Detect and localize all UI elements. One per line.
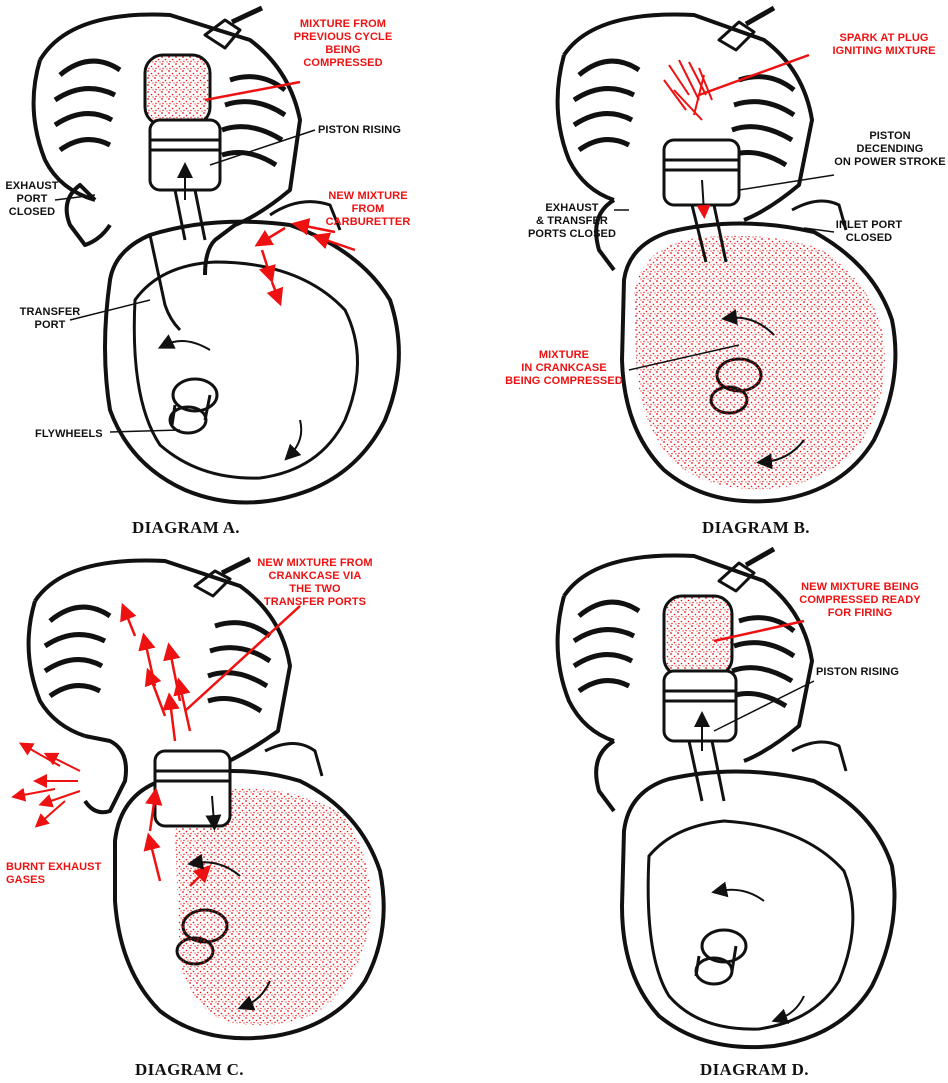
label-transfer-port: TRANSFER PORT [5,306,95,332]
label-inlet-port-closed: INLET PORT CLOSED [824,219,914,245]
label-piston-rising: PISTON RISING [318,124,401,137]
label-new-mixture-crankcase: NEW MIXTURE FROM CRANKCASE VIA THE TWO T… [240,557,390,609]
label-exhaust-port-closed: EXHAUST PORT CLOSED [2,180,62,219]
label-spark-at-plug: SPARK AT PLUG IGNITING MIXTURE [814,32,948,58]
label-new-mixture-carburetter: NEW MIXTURE FROM CARBURETTER [308,190,428,229]
label-flywheels: FLYWHEELS [35,428,103,441]
caption-diagram-c: DIAGRAM C. [135,1060,244,1080]
diagram-c: NEW MIXTURE FROM CRANKCASE VIA THE TWO T… [0,541,474,1082]
label-burnt-exhaust: BURNT EXHAUST GASES [6,861,101,887]
label-exhaust-transfer-closed: EXHAUST & TRANSFER PORTS CLOSED [522,202,622,241]
caption-diagram-d: DIAGRAM D. [700,1060,809,1080]
diagram-d: NEW MIXTURE BEING COMPRESSED READY FOR F… [474,541,948,1082]
engine-drawing-d [474,541,948,1082]
caption-diagram-a: DIAGRAM A. [132,518,240,538]
engine-drawing-c [0,541,474,1082]
diagram-b: SPARK AT PLUG IGNITING MIXTURE PISTON DE… [474,0,948,541]
engine-drawing-a [0,0,474,541]
engine-drawing-b [474,0,948,541]
label-piston-descending: PISTON DECENDING ON POWER STROKE [832,130,948,169]
label-mixture-previous-cycle: MIXTURE FROM PREVIOUS CYCLE BEING COMPRE… [278,18,408,70]
caption-diagram-b: DIAGRAM B. [702,518,810,538]
label-crankcase-mixture: MIXTURE IN CRANKCASE BEING COMPRESSED [494,349,634,388]
diagram-a: MIXTURE FROM PREVIOUS CYCLE BEING COMPRE… [0,0,474,541]
label-compressed-ready: NEW MIXTURE BEING COMPRESSED READY FOR F… [790,581,930,620]
label-piston-rising-d: PISTON RISING [816,666,899,679]
